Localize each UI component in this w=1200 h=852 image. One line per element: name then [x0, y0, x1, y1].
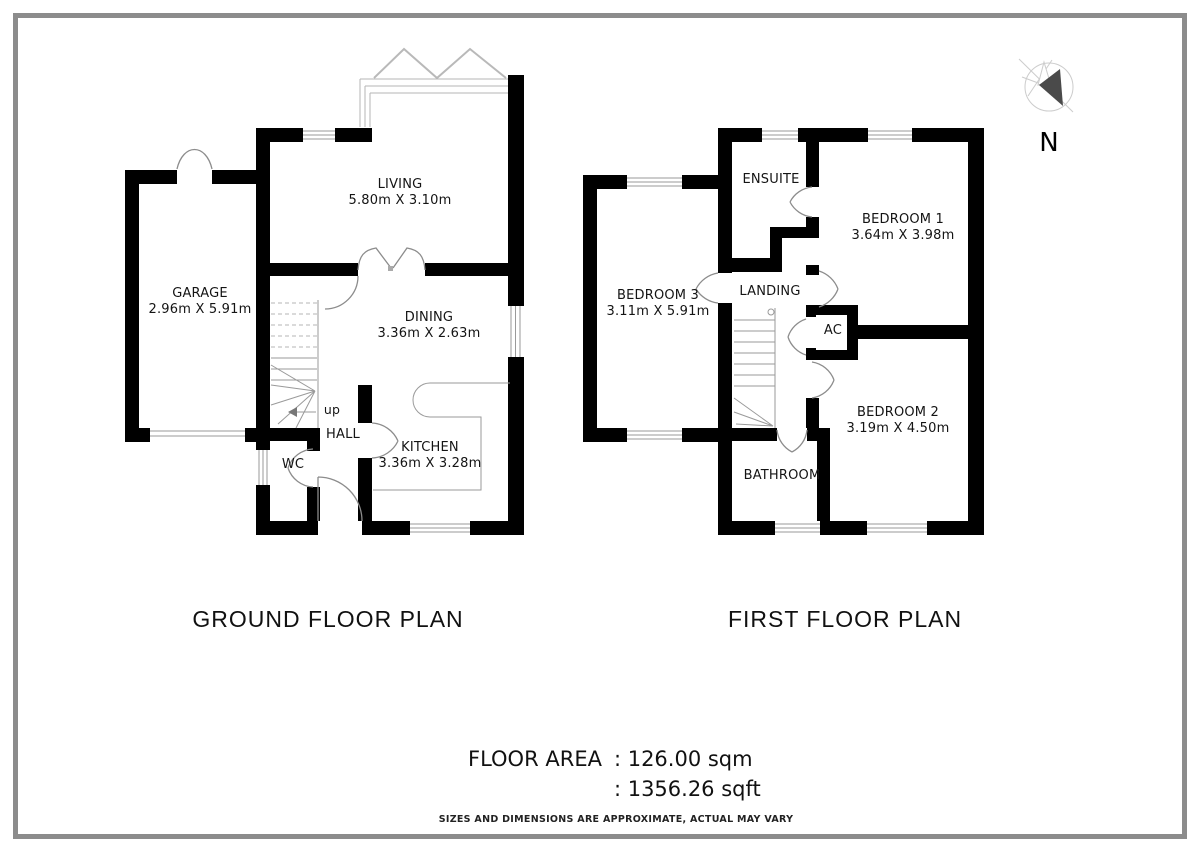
floor-area-label: FLOOR AREA [468, 747, 602, 771]
compass-icon [1018, 58, 1074, 113]
room-name: KITCHEN [401, 440, 459, 455]
room-label-kitchen: KITCHEN 3.36m X 3.28m [379, 440, 482, 472]
stairs-up-arrow [288, 407, 297, 417]
room-name: BEDROOM 1 [861, 212, 945, 227]
first-floor-windows [627, 130, 927, 533]
room-name: LIVING [377, 177, 423, 192]
room-label-bedroom1: BEDROOM 1 3.64m X 3.98m [852, 212, 955, 244]
first-floor-stairs [733, 308, 776, 428]
room-dims: 3.36m X 2.63m [377, 326, 481, 341]
french-door-meeting-stile [388, 266, 393, 271]
compass-north-label: N [1039, 128, 1059, 158]
ground-floor-plan [125, 47, 524, 535]
kitchen-counter [373, 382, 510, 491]
room-label-living: LIVING 5.80m X 3.10m [349, 177, 452, 209]
room-label-dining: DINING 3.36m X 2.63m [378, 310, 481, 342]
room-dims: 5.80m X 3.10m [348, 193, 452, 208]
ground-floor-stairs [270, 300, 319, 429]
room-name: BEDROOM 3 [616, 288, 700, 303]
room-name: BEDROOM 2 [856, 405, 940, 420]
room-label-garage: GARAGE 2.96m X 5.91m [149, 286, 252, 318]
ground-floor-title: GROUND FLOOR PLAN [192, 606, 464, 632]
room-label-ac: AC [823, 323, 843, 338]
floor-area-sqft: : 1356.26 sqft [613, 777, 761, 801]
room-dims: 2.96m X 5.91m [148, 302, 252, 317]
room-label-bathroom: BATHROOM [743, 468, 821, 483]
first-floor-plan [583, 128, 984, 535]
room-label-hall: HALL [326, 427, 360, 442]
floor-area-summary: FLOOR AREA : 126.00 sqm : 1356.26 sqft [468, 744, 761, 804]
compass-needle [1039, 69, 1063, 106]
room-label-bedroom2: BEDROOM 2 3.19m X 4.50m [847, 405, 950, 437]
room-dims: 3.11m X 5.91m [606, 304, 710, 319]
room-label-landing: LANDING [739, 284, 801, 299]
ground-floor-doors [176, 149, 426, 522]
ac-closet-interior [816, 315, 847, 350]
room-label-wc: WC [281, 457, 305, 472]
floor-area-sqm: : 126.00 sqm [613, 747, 753, 771]
room-label-ensuite: ENSUITE [742, 172, 800, 187]
first-floor-doors [695, 186, 839, 453]
room-dims: 3.64m X 3.98m [851, 228, 955, 243]
room-dims: 3.19m X 4.50m [846, 421, 950, 436]
stairs-up-label: up [323, 402, 341, 417]
first-floor-title: FIRST FLOOR PLAN [727, 606, 963, 632]
room-name: DINING [404, 310, 454, 325]
room-dims: 3.36m X 3.28m [378, 456, 482, 471]
first-floor-walls [583, 128, 984, 535]
bay-bifold-doors [359, 47, 508, 127]
room-name: GARAGE [172, 286, 228, 301]
ac-closet-opening [806, 317, 816, 348]
ground-floor-walls [125, 75, 524, 535]
ground-floor-windows [150, 130, 521, 533]
floor-area-values: : 126.00 sqm : 1356.26 sqft [614, 744, 761, 804]
size-disclaimer: SIZES AND DIMENSIONS ARE APPROXIMATE, AC… [438, 814, 794, 825]
room-label-bedroom3: BEDROOM 3 3.11m X 5.91m [607, 288, 710, 320]
